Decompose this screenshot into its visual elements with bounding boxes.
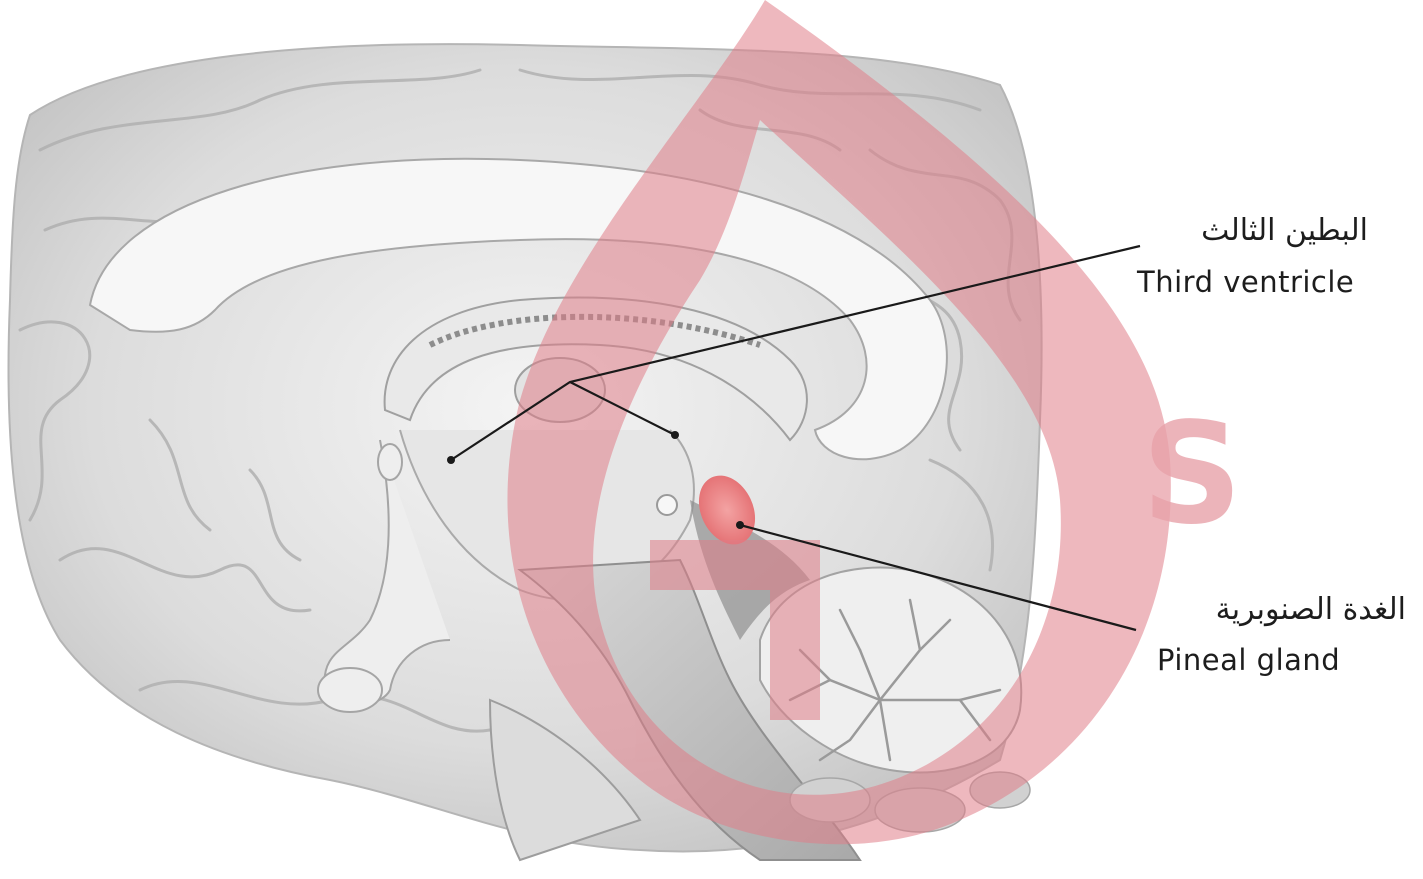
logo-letter: S: [1142, 393, 1243, 556]
posterior-commissure: [657, 495, 677, 515]
pineal-gland-label-en: Pineal gland: [1157, 646, 1340, 675]
pineal-gland-label-ar: الغدة الصنوبرية: [1216, 595, 1406, 625]
third-ventricle-label-en: Third ventricle: [1137, 268, 1354, 297]
third-ventricle-label-ar: البطين الثالث: [1201, 216, 1368, 246]
